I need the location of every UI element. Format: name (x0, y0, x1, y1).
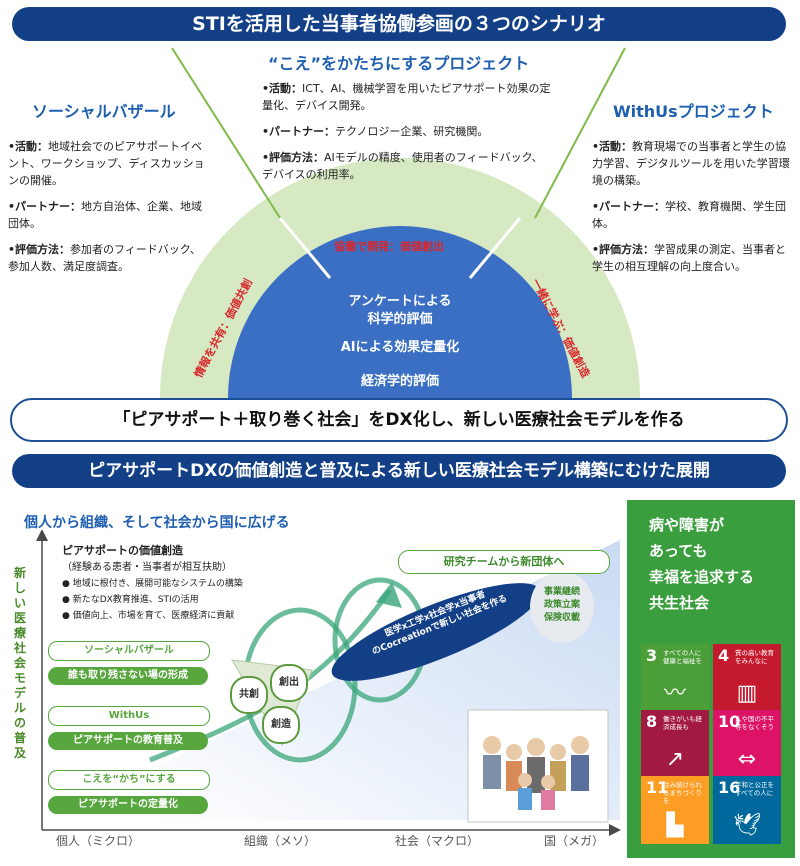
equality-icon: ⇔ (737, 747, 757, 772)
panel-line: あっても (649, 542, 708, 560)
city-icon: ▙ (666, 813, 684, 838)
pill-sub: 誰も取り残さない場の形成 (48, 667, 208, 685)
left-activity-label: •活動： (8, 140, 49, 153)
right-eval-label: •評価方法： (592, 243, 655, 256)
lower-headline: 個人から組織、そして社会から国に広げる (24, 515, 290, 531)
growth-chart-icon: ↗ (665, 747, 685, 772)
policy-oval-text: 事業継続 政策立案 保険収載 (532, 586, 592, 625)
sdg-tile-3: 3 すべての人に健康と福祉を 〰 (641, 644, 709, 712)
left-title: ソーシャルバザール (32, 102, 176, 121)
inner-line1: アンケートによる (348, 294, 452, 309)
bullet-text: 地域に根付き、展開可能なシステムの構築 (72, 579, 243, 589)
bubble-soshutsu: 創出 (270, 664, 308, 702)
sdg-text: 人や国の不平等をなくそう (735, 715, 774, 731)
pill-title: WithUs (48, 706, 210, 726)
sdg-text: 平和と公正をすべての人に (735, 781, 774, 797)
scenario-diagram (160, 47, 640, 398)
center-activity-label: •活動： (262, 82, 303, 95)
center-eval: AIモデルの精度、使用者のフィードバック、デバイスの利用率。 (262, 151, 543, 181)
sdg-tile-4: 4 質の高い教育をみんなに ▥ (713, 644, 781, 712)
bullet-item: ● 新たなDX教育推進、STIの活用 (62, 595, 199, 605)
sdg-number: 8 (646, 712, 658, 731)
x-axis-label: 個人（ミクロ） (56, 834, 141, 848)
bubble-sozo: 創造 (262, 706, 300, 744)
x-axis-label: 社会（マクロ） (395, 834, 480, 848)
oval-line: 事業継続 (543, 587, 580, 597)
sdg-number: 11 (646, 778, 669, 797)
right-eval: 学習成果の測定、当事者と学生の相互理解の向上度合い。 (592, 243, 787, 273)
inner-line2: 科学的評価 (367, 312, 433, 327)
value-sub: （経験ある患者・当事者が相互扶助） (62, 562, 232, 573)
right-title: WithUsプロジェクト (613, 102, 774, 121)
bottom-banner: ピアサポートDXの価値創造と普及による新しい医療社会モデル構築にむけた展開 (12, 454, 786, 488)
right-activity-label: •活動： (592, 140, 633, 153)
sdg-tile-16: 16 平和と公正をすべての人に 🕊 (713, 776, 781, 844)
right-partner: 学校、教育機関、学生団体。 (592, 200, 787, 230)
left-details: •活動：地域社会でのピアサポートイベント、ワークショップ、ディスカッションの開催… (8, 138, 208, 284)
book-icon: ▥ (736, 681, 758, 706)
left-partner: 地方自治体、企業、地域団体。 (8, 200, 203, 230)
x-axis-label: 国（メガ） (544, 834, 605, 848)
research-box: 研究チームから新団体へ (398, 550, 610, 574)
bubble-kyoso: 共創 (230, 676, 268, 714)
bullet-text: 価値向上、市場を育て、医療経済に貢献 (72, 611, 235, 621)
center-eval-label: •評価方法： (262, 151, 325, 164)
pill-sub: ピアサポートの教育普及 (48, 732, 208, 750)
sdg-number: 3 (646, 646, 658, 665)
center-title: “こえ”をかたちにするプロジェクト (268, 54, 530, 73)
oval-line: 保険収載 (543, 613, 580, 623)
value-bullets: ● 地域に根付き、展開可能なシステムの構築 ● 新たなDX教育推進、STIの活用… (62, 576, 243, 624)
central-statement: 「ピアサポート＋取り巻く社会」をDX化し、新しい医療社会モデルを作る (10, 398, 788, 442)
left-eval: 参加者のフィードバック、参加人数、満足度調査。 (8, 243, 201, 273)
oval-line: 政策立案 (543, 600, 580, 610)
left-partner-label: •パートナー： (8, 200, 82, 213)
people-illustration (483, 736, 589, 810)
panel-line: 共生社会 (649, 594, 710, 612)
pill-title: こえを“かち”にする (48, 770, 210, 790)
bullet-text: 新たなDX教育推進、STIの活用 (72, 595, 199, 605)
bullet-item: ● 地域に根付き、展開可能なシステムの構築 (62, 579, 243, 589)
sdg-tile-8: 8 働きがいも経済成長も ↗ (641, 710, 709, 778)
sdg-tile-11: 11 住み続けられるまちづくりを ▙ (641, 776, 709, 844)
center-partner: テクノロジー企業、研究機関。 (335, 125, 489, 138)
center-partner-label: •パートナー： (262, 125, 336, 138)
value-title: ピアサポートの価値創造 (62, 544, 183, 557)
sdg-panel: 病や障害が あっても 幸福を追求する 共生社会 3 すべての人に健康と福祉を 〰… (627, 500, 795, 858)
bullet-item: ● 価値向上、市場を育て、医療経済に貢献 (62, 611, 235, 621)
dove-icon: 🕊 (733, 813, 761, 838)
y-axis-label: 新しい医療社会モデルの普及 (14, 566, 27, 760)
center-details: •活動：ICT、AI、機械学習を用いたピアサポート効果の定量化、デバイス開発。 … (262, 80, 552, 192)
sdg-text: 質の高い教育をみんなに (735, 649, 774, 665)
panel-line: 病や障害が (649, 516, 725, 534)
sdg-text: すべての人に健康と福祉を (663, 649, 702, 665)
sdg-text: 働きがいも経済成長も (663, 715, 702, 731)
arc-label-top: 協働で開発：価値創出 (334, 240, 444, 253)
heartbeat-icon: 〰 (663, 681, 686, 706)
inner-line4: 経済学的評価 (360, 374, 439, 389)
pill-sub: ピアサポートの定量化 (48, 796, 208, 814)
top-banner: STIを活用した当事者協働参画の３つのシナリオ (12, 7, 786, 41)
sdg-number: 4 (718, 646, 730, 665)
x-axis-label: 組織（メソ） (244, 834, 317, 848)
inner-line3: AIによる効果定量化 (340, 340, 460, 355)
panel-text: 病や障害が あっても 幸福を追求する 共生社会 (649, 512, 754, 616)
right-partner-label: •パートナー： (592, 200, 666, 213)
pill-title: ソーシャルバザール (48, 641, 210, 661)
left-eval-label: •評価方法： (8, 243, 71, 256)
sdg-tile-10: 10 人や国の不平等をなくそう ⇔ (713, 710, 781, 778)
sdg-text: 住み続けられるまちづくりを (663, 781, 702, 805)
panel-line: 幸福を追求する (649, 568, 755, 586)
right-details: •活動：教育現場での当事者と学生の協力学習、デジタルツールを用いた学習環境の構築… (592, 138, 797, 284)
center-activity: ICT、AI、機械学習を用いたピアサポート効果の定量化、デバイス開発。 (262, 82, 551, 112)
sdg-number: 16 (718, 778, 741, 797)
sdg-number: 10 (718, 712, 741, 731)
right-activity: 教育現場での当事者と学生の協力学習、デジタルツールを用いた学習環境の構築。 (592, 140, 790, 187)
left-activity: 地域社会でのピアサポートイベント、ワークショップ、ディスカッションの開催。 (8, 140, 205, 187)
